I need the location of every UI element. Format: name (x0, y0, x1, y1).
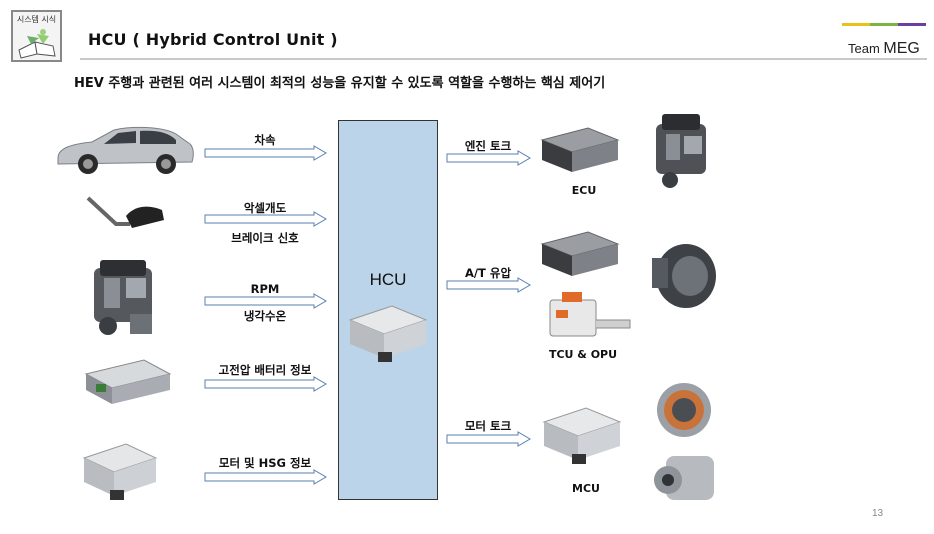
output-label-motor-torque: 모터 토크 (464, 419, 512, 433)
input-label-rpm: RPM (250, 282, 280, 296)
arrow-output-tcu (446, 277, 531, 293)
hcu-label: HCU (369, 270, 407, 289)
arrow-input-engine (204, 293, 327, 309)
section-logo: 시스템 시식 (11, 10, 62, 62)
arrow-input-vehicle-speed (204, 145, 327, 161)
hsg-motor-icon (654, 456, 714, 500)
arrow-input-pedal (204, 211, 327, 227)
arrow-input-motor (204, 469, 327, 485)
engine-icon (94, 260, 152, 335)
opu-icon (549, 292, 631, 337)
caption-tcu-opu: TCU & OPU (548, 348, 618, 361)
output-label-engine-torque: 엔진 토크 (464, 139, 512, 153)
transmission-icon (652, 244, 716, 308)
logo-text: 시스템 시식 (16, 15, 57, 24)
arrow-output-ecu (446, 150, 531, 166)
team-name: MEG (883, 40, 920, 57)
brand-bar-green (870, 23, 898, 26)
page-title: HCU ( Hybrid Control Unit ) (88, 30, 338, 49)
car-icon (57, 126, 194, 174)
output-label-at-pressure: A/T 유압 (464, 266, 512, 280)
input-label-accel-position: 악셀개도 (243, 201, 287, 215)
input-label-brake-signal: 브레이크 신호 (231, 231, 299, 245)
input-label-hv-battery: 고전압 배터리 정보 (218, 363, 312, 377)
pedal-icon (86, 196, 164, 228)
brand-bar-yellow (842, 23, 870, 26)
ecu-icon (540, 127, 620, 172)
team-prefix: Team (848, 41, 880, 56)
team-label: Team MEG (848, 40, 920, 58)
tcu-icon (540, 231, 620, 276)
caption-mcu: MCU (572, 482, 600, 495)
mcu-icon (542, 407, 622, 464)
book-icon (18, 29, 56, 59)
caption-ecu: ECU (571, 184, 597, 197)
input-label-coolant-temp: 냉각수온 (243, 309, 287, 323)
motor-stator-icon (657, 383, 711, 437)
engine-icon (656, 114, 706, 188)
header-divider (80, 58, 927, 60)
slide-subtitle: HEV 주행과 관련된 여러 시스템이 최적의 성능을 유지할 수 있도록 역할… (74, 76, 606, 91)
arrow-output-mcu (446, 431, 531, 447)
battery-icon (84, 359, 172, 404)
page-number: 13 (872, 508, 884, 519)
input-label-motor-hsg: 모터 및 HSG 정보 (218, 456, 312, 470)
input-label-vehicle-speed: 차속 (254, 133, 276, 147)
hcu-unit-icon (348, 305, 428, 362)
brand-bar-purple (898, 23, 926, 26)
motor-controller-icon (82, 443, 158, 500)
arrow-input-battery (204, 376, 327, 392)
